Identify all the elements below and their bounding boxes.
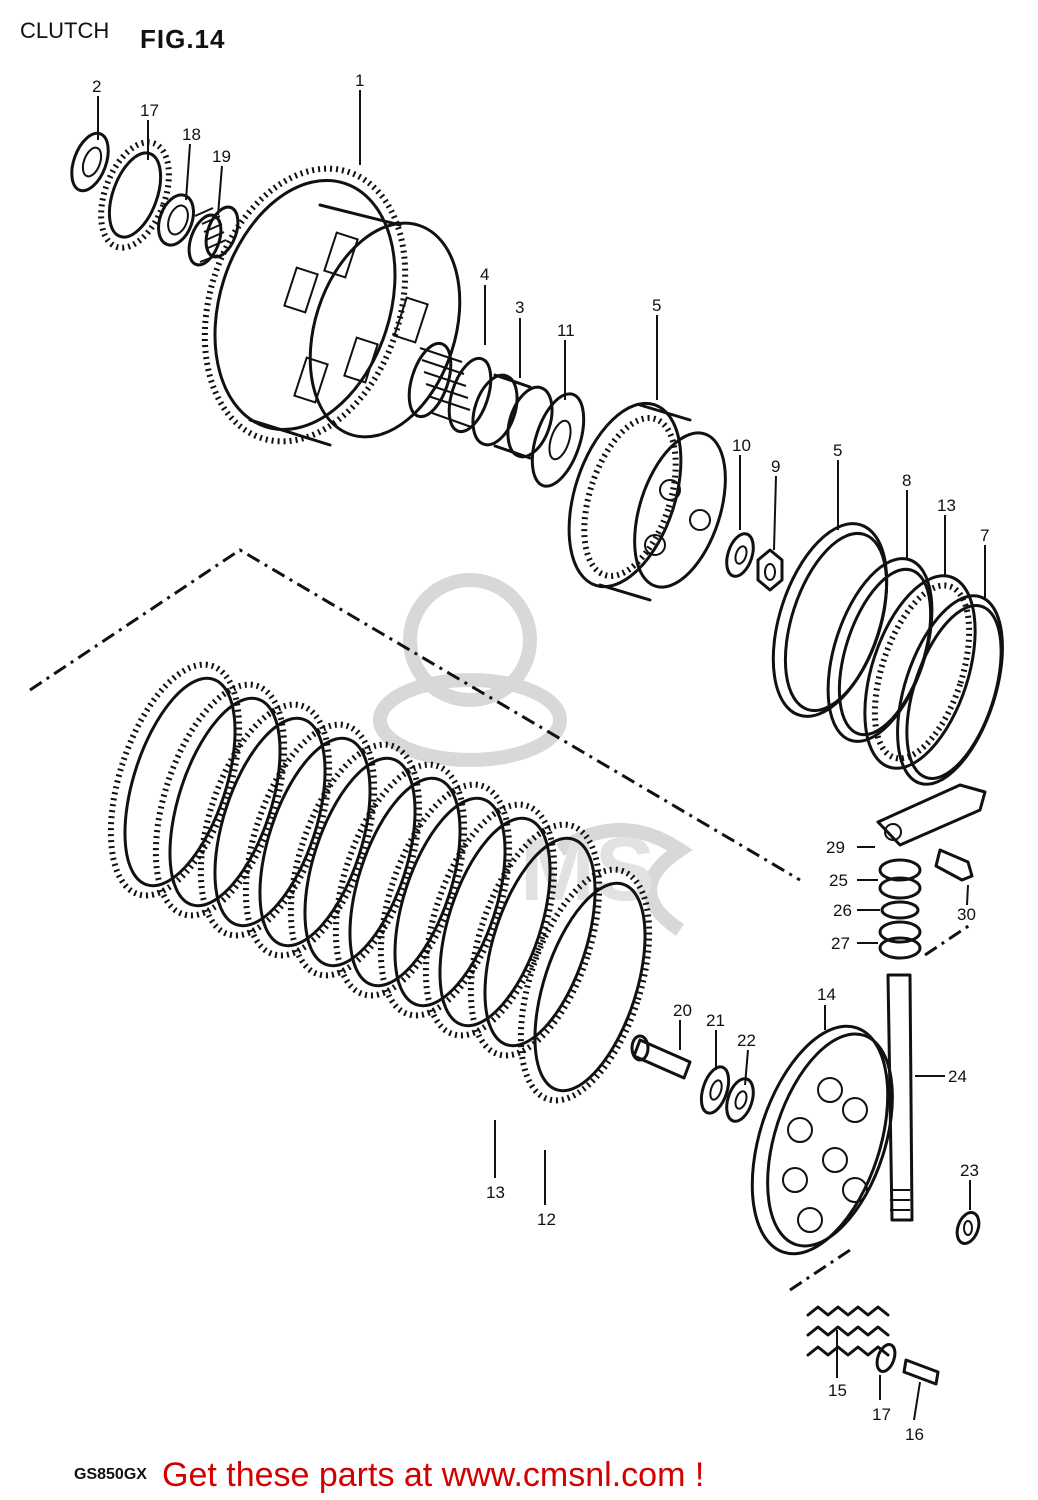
callout-13: 13 bbox=[486, 1183, 505, 1202]
part-needle-bearing-20 bbox=[187, 205, 240, 267]
part-gear-18 bbox=[98, 139, 172, 251]
callout-11: 11 bbox=[557, 321, 575, 340]
part-nut-9 bbox=[756, 548, 784, 592]
part-needle-bearing-4 bbox=[407, 341, 493, 434]
callout-12: 12 bbox=[537, 1210, 556, 1229]
callout-2: 2 bbox=[92, 77, 101, 96]
part-washer-24 bbox=[955, 1211, 981, 1245]
callout-8: 8 bbox=[902, 471, 911, 490]
part-spring-seat-8 bbox=[826, 557, 934, 743]
part-clutch-spring-15 bbox=[806, 1305, 890, 1357]
part-thrust-washer-11 bbox=[530, 392, 586, 488]
callout-21: 20 bbox=[673, 1001, 692, 1020]
callout-20: 19 bbox=[212, 147, 231, 166]
callout-17: 17 bbox=[872, 1405, 891, 1424]
part-drive-plate-13-ring bbox=[863, 574, 977, 770]
part-bolt-30 bbox=[934, 848, 974, 882]
callout-18: 17 bbox=[140, 101, 159, 120]
part-release-arm-29 bbox=[876, 783, 987, 847]
callout-28: 27 bbox=[831, 934, 850, 953]
part-thrust-washer-23 bbox=[725, 1077, 755, 1123]
callout-15: 15 bbox=[828, 1381, 847, 1400]
part-clutch-housing-1 bbox=[201, 165, 462, 447]
part-pressure-plate-14 bbox=[750, 1024, 894, 1256]
leader-lines bbox=[97, 90, 986, 1421]
part-clutch-plate-stack bbox=[107, 661, 653, 1104]
part-oil-seal-26 bbox=[878, 858, 922, 900]
part-washer-17 bbox=[875, 1343, 897, 1373]
callout-26: 25 bbox=[829, 871, 848, 890]
part-lock-washer-10 bbox=[725, 532, 755, 578]
callout-25: 24 bbox=[948, 1067, 967, 1086]
callout-7: 7 bbox=[980, 526, 989, 545]
callout-16: 16 bbox=[905, 1425, 924, 1444]
part-sleeve-3 bbox=[471, 373, 554, 460]
part-wire-ring-7 bbox=[896, 594, 1004, 786]
callout-1: 1 bbox=[355, 71, 364, 90]
page-title: CLUTCH bbox=[20, 18, 110, 43]
callout-22: 21 bbox=[706, 1011, 725, 1030]
callout-9: 9 bbox=[771, 457, 780, 476]
part-thrust-bearing-22 bbox=[699, 1065, 731, 1115]
callout-23: 22 bbox=[737, 1031, 756, 1050]
callout-13-ring: 13 bbox=[937, 496, 956, 515]
callout-24: 23 bbox=[960, 1161, 979, 1180]
callout-5-hub: 5 bbox=[652, 296, 661, 315]
callout-10: 10 bbox=[732, 436, 751, 455]
callout-19: 18 bbox=[182, 125, 201, 144]
part-bolt-16 bbox=[902, 1358, 940, 1386]
watermark-logo: MS bbox=[373, 573, 693, 936]
figure-label: FIG.14 bbox=[140, 24, 226, 54]
callout-30: 30 bbox=[957, 905, 976, 924]
assembly-guide-line bbox=[29, 548, 801, 882]
part-release-shaft-25 bbox=[886, 973, 914, 1222]
callout-29: 29 bbox=[826, 838, 845, 857]
part-wire-ring-6 bbox=[771, 522, 889, 718]
part-thrust-washer-2 bbox=[70, 131, 110, 193]
part-clutch-sleeve-hub-5 bbox=[567, 401, 727, 602]
part-pushrod-piece-21 bbox=[630, 1034, 692, 1080]
callout-14: 14 bbox=[817, 985, 836, 1004]
callout-4: 4 bbox=[480, 265, 489, 284]
cta-link-text[interactable]: Get these parts at www.cmsnl.com ! bbox=[162, 1456, 705, 1494]
part-bearing-28 bbox=[878, 920, 922, 960]
part-spacer-19 bbox=[157, 193, 195, 247]
part-o-ring-27 bbox=[880, 900, 920, 920]
callout-27: 26 bbox=[833, 901, 852, 920]
callout-3: 3 bbox=[515, 298, 524, 317]
callout-5-ring: 5 bbox=[833, 441, 842, 460]
model-code: GS850GX bbox=[74, 1466, 147, 1483]
